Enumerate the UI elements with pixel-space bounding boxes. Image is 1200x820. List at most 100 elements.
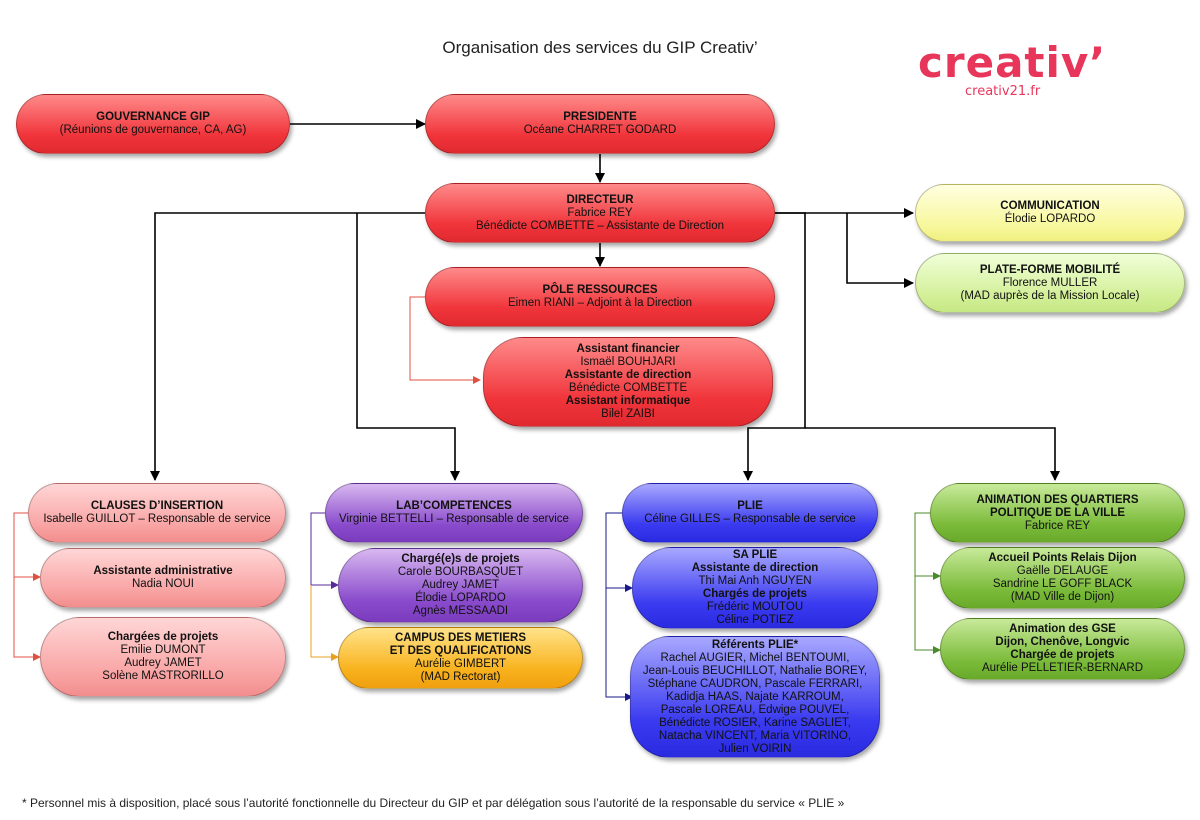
node-line: Fabrice REY (1024, 519, 1091, 532)
node-title: Assistant informatique (565, 395, 691, 407)
footnote: * Personnel mis à disposition, placé sou… (22, 796, 845, 810)
node-title: GOUVERNANCE GIP (96, 111, 210, 123)
arrow-lab-projets (310, 512, 339, 589)
node-line: (MAD auprès de la Mission Locale) (960, 289, 1140, 302)
node-title: PRESIDENTE (563, 111, 637, 123)
arrow-animation-accueil (914, 512, 941, 580)
node-title: ET DES QUALIFICATIONS (389, 645, 532, 657)
node-line: Jean-Louis BEUCHILLOT, Nathalie BOREY, (642, 664, 868, 677)
node-title: Chargé(e)s de projets (401, 553, 520, 565)
arrow-clauses-admin (13, 512, 41, 581)
node-line: Audrey JAMET (124, 657, 202, 669)
arrow-plie-referents (605, 588, 633, 701)
node-line: Stéphane CAUDRON, Pascale FERRARI, (647, 677, 863, 690)
node-line: Fabrice REY (567, 206, 633, 219)
node-line: Agnès MESSAADI (412, 605, 509, 617)
page-title: Organisation des services du GIP Creativ… (442, 38, 758, 57)
node-title: Assistante administrative (93, 565, 233, 577)
node-title: DIRECTEUR (566, 193, 634, 206)
node-line: (MAD Rectorat) (420, 671, 501, 683)
node-title: COMMUNICATION (1000, 200, 1100, 212)
arrow-directeur-animation (805, 427, 1060, 481)
node-title: Chargés de projets (702, 588, 808, 600)
node-line: Rachel AUGIER, Michel BENTOUMI, (660, 651, 850, 664)
arrow-lab-campus (310, 585, 339, 661)
node-line: Bénédicte COMBETTE (568, 382, 688, 394)
node-title: Assistante de direction (564, 369, 692, 381)
node-pole-ressources: PÔLE RESSOURCES Eimen RIANI – Adjoint à … (425, 267, 775, 327)
node-lab-projets: Chargé(e)s de projets Carole BOURBASQUET… (338, 548, 583, 623)
node-animation-gse: Animation des GSE Dijon, Chenôve, Longvi… (940, 618, 1185, 680)
creativ-logo: creativ’ (918, 38, 1107, 87)
node-directeur: DIRECTEUR Fabrice REY Bénédicte COMBETTE… (425, 183, 775, 243)
node-gouvernance: GOUVERNANCE GIP (Réunions de gouvernance… (16, 94, 290, 154)
node-title: LAB’COMPETENCES (396, 500, 512, 512)
node-line: Pascale LOREAU, Edwige POUVEL, (660, 703, 850, 716)
arrow-plie-saplie (605, 512, 633, 592)
node-line: Solène MASTRORILLO (102, 670, 224, 682)
node-line: Sandrine LE GOFF BLACK (992, 578, 1133, 590)
node-line: Eimen RIANI – Adjoint à la Direction (507, 297, 693, 309)
node-title: Assistant financier (576, 343, 680, 355)
node-title: PLIE (737, 500, 763, 512)
node-title: Assistante de direction (691, 562, 819, 574)
node-line: Isabelle GUILLOT – Responsable de servic… (43, 513, 271, 525)
node-line: Natacha VINCENT, Maria VITORINO, (658, 729, 852, 742)
logo-url: creativ21.fr (965, 84, 1041, 99)
node-plateforme-mobilite: PLATE-FORME MOBILITÉ Florence MULLER (MA… (915, 253, 1185, 313)
node-line: Thi Mai Anh NGUYEN (698, 575, 812, 587)
node-line: Aurélie GIMBERT (414, 658, 507, 670)
node-title: Référents PLIE* (711, 638, 799, 651)
node-clauses-admin: Assistante administrative Nadia NOUI (40, 548, 286, 608)
node-animation-quartiers: ANIMATION DES QUARTIERS POLITIQUE DE LA … (930, 483, 1185, 543)
node-line: Élodie LOPARDO (1004, 213, 1096, 225)
node-line: Florence MULLER (1002, 276, 1098, 289)
node-referents-plie: Référents PLIE* Rachel AUGIER, Michel BE… (630, 636, 880, 758)
arrow-directeur-plateforme (846, 213, 914, 288)
node-line: Emilie DUMONT (120, 644, 206, 656)
node-line: Kadidja HAAS, Najate KARROUM, (666, 690, 844, 703)
node-title: SA PLIE (732, 549, 778, 561)
node-communication: COMMUNICATION Élodie LOPARDO (915, 184, 1185, 242)
node-line: Élodie LOPARDO (415, 592, 506, 604)
node-title: ANIMATION DES QUARTIERS (976, 493, 1139, 506)
node-line: Bilel ZAIBI (601, 408, 655, 420)
node-title: PÔLE RESSOURCES (542, 284, 658, 296)
node-line: Bénédicte COMBETTE – Assistante de Direc… (476, 219, 724, 232)
node-line: Céline POTIEZ (716, 614, 794, 626)
node-title: POLITIQUE DE LA VILLE (989, 506, 1126, 519)
node-title: Chargées de projets (107, 631, 219, 643)
arrow-directeur-clauses (150, 212, 425, 481)
arrow-animation-gse (914, 576, 941, 654)
node-line: (Réunions de gouvernance, CA, AG) (59, 124, 247, 136)
node-line: (MAD Ville de Dijon) (1010, 591, 1115, 603)
node-title: Animation des GSE (1009, 623, 1116, 635)
node-line: Frédéric MOUTOU (706, 601, 804, 613)
node-line: Virginie BETTELLI – Responsable de servi… (339, 513, 569, 525)
node-line: Ismaël BOUHJARI (580, 356, 676, 368)
node-clauses-insertion: CLAUSES D’INSERTION Isabelle GUILLOT – R… (28, 483, 286, 543)
node-line: Océane CHARRET GODARD (523, 124, 677, 136)
node-line: Audrey JAMET (421, 579, 500, 591)
node-line: Gaëlle DELAUGE (1016, 565, 1109, 577)
node-line: Carole BOURBASQUET (397, 566, 524, 578)
node-line: Céline GILLES – Responsable de service (644, 513, 856, 525)
node-title: CLAUSES D’INSERTION (90, 500, 224, 512)
node-title: PLATE-FORME MOBILITÉ (979, 263, 1121, 276)
node-line: Julien VOIRIN (718, 742, 792, 755)
node-sa-plie: SA PLIE Assistante de direction Thi Mai … (632, 547, 878, 629)
node-accueil-points-relais: Accueil Points Relais Dijon Gaëlle DELAU… (940, 547, 1185, 609)
node-campus-metiers: CAMPUS DES METIERS ET DES QUALIFICATIONS… (338, 627, 583, 689)
node-title: Chargée de projets (1010, 649, 1115, 661)
node-presidente: PRESIDENTE Océane CHARRET GODARD (425, 94, 775, 154)
node-line: Nadia NOUI (132, 578, 194, 590)
arrow-clauses-projets (13, 577, 41, 661)
arrow-directeur-lab (356, 213, 460, 481)
node-line: Aurélie PELLETIER-BERNARD (981, 662, 1144, 674)
node-clauses-projets: Chargées de projets Emilie DUMONT Audrey… (40, 617, 286, 697)
arrow-pole-staff (409, 296, 481, 384)
node-title: CAMPUS DES METIERS (395, 632, 526, 644)
node-title: Accueil Points Relais Dijon (988, 552, 1137, 564)
node-ressources-staff: Assistant financier Ismaël BOUHJARI Assi… (483, 337, 773, 427)
